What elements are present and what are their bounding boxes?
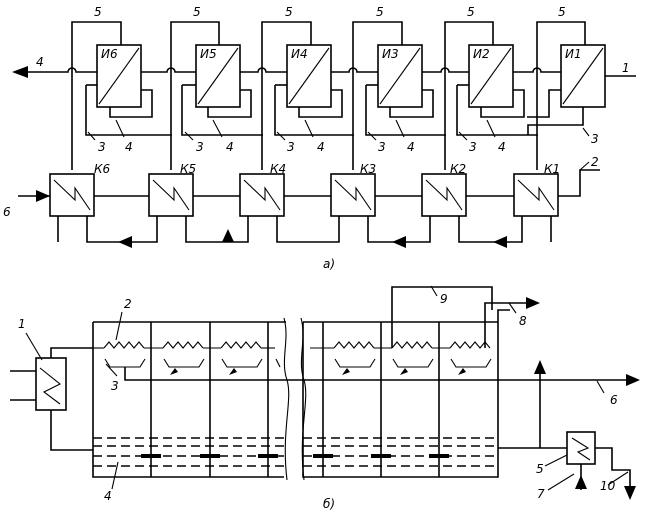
evaporator-label: И5 xyxy=(200,47,217,61)
callout-4-outlet: 4 xyxy=(36,55,44,69)
callout-1-inlet: 1 xyxy=(622,61,630,75)
evaporator-i3: И3 xyxy=(377,44,423,108)
callout-5: 5 xyxy=(558,5,566,19)
evaporator-i4: И4 xyxy=(286,44,332,108)
callout-5: 5 xyxy=(376,5,384,19)
callout-3: 3 xyxy=(196,140,204,154)
callout-3: 3 xyxy=(378,140,386,154)
brine-levels xyxy=(93,437,498,467)
callout-6-inlet: 6 xyxy=(3,205,11,219)
condenser-label: К2 xyxy=(450,162,466,176)
callout-4: 4 xyxy=(498,140,506,154)
evaporator-i5: И5 xyxy=(195,44,241,108)
condenser-label: К6 xyxy=(94,162,111,176)
callout-10: 10 xyxy=(600,479,616,493)
callout-3: 3 xyxy=(469,140,477,154)
callout-8: 8 xyxy=(519,314,527,328)
callout-2: 2 xyxy=(124,297,132,311)
callout-6: 6 xyxy=(610,393,618,407)
callout-4: 4 xyxy=(226,140,234,154)
interstage-lines xyxy=(85,84,584,136)
callout-4: 4 xyxy=(317,140,325,154)
part-b-caption: б) xyxy=(323,497,335,511)
callout-5: 5 xyxy=(467,5,475,19)
condenser-label: К5 xyxy=(180,162,196,176)
part-a-callouts: 4 1 5 5 5 5 5 5 3 4 3 4 3 4 3 4 3 xyxy=(36,5,630,171)
condenser-lines xyxy=(18,169,600,248)
condenser-k3: К3 xyxy=(330,162,376,217)
collection-trays xyxy=(104,358,640,386)
callout-3: 3 xyxy=(287,140,295,154)
callout-3: 3 xyxy=(98,140,106,154)
evaporator-label: И1 xyxy=(565,47,582,61)
callout-3: 3 xyxy=(591,132,599,146)
evaporator-label: И3 xyxy=(382,47,399,61)
callout-4: 4 xyxy=(125,140,133,154)
top-vapor-loops xyxy=(71,21,586,170)
callout-5: 5 xyxy=(193,5,201,19)
condenser-label: К1 xyxy=(544,162,560,176)
heating-coils xyxy=(93,341,491,349)
callout-4: 4 xyxy=(407,140,415,154)
part-b-diagram: 1 2 3 4 5 6 7 8 9 10 б) xyxy=(10,285,640,511)
evaporator-label: И6 xyxy=(101,47,118,61)
condenser-label: К4 xyxy=(270,162,286,176)
outlet-4-line xyxy=(12,66,636,78)
right-condenser xyxy=(498,360,636,500)
part-a-diagram: И6 И5 И4 И3 И2 И1 xyxy=(3,5,636,271)
callout-5: 5 xyxy=(94,5,102,19)
callout-1: 1 xyxy=(18,317,26,331)
callout-2: 2 xyxy=(591,155,599,169)
stage-partitions xyxy=(150,322,440,477)
part-a-caption: а) xyxy=(323,257,335,271)
condenser-label: К3 xyxy=(360,162,376,176)
evaporator-i1: И1 xyxy=(560,44,606,108)
callout-3: 3 xyxy=(111,379,119,393)
callout-4: 4 xyxy=(104,489,112,503)
condenser-k4: К4 xyxy=(239,162,286,217)
condenser-k6: К6 xyxy=(49,162,111,217)
top-loops xyxy=(391,286,540,348)
callout-5: 5 xyxy=(536,462,544,476)
condenser-k5: К5 xyxy=(148,162,196,217)
evaporator-i2: И2 xyxy=(468,44,514,108)
evaporator-label: И2 xyxy=(473,47,490,61)
evaporator-label: И4 xyxy=(291,47,308,61)
condenser-k2: К2 xyxy=(421,162,467,217)
part-b-callouts: 1 2 3 4 5 6 7 8 9 10 xyxy=(18,285,629,503)
condenser-k1: К1 xyxy=(513,162,560,217)
heater xyxy=(10,347,93,451)
callout-7: 7 xyxy=(537,487,545,501)
callout-9: 9 xyxy=(440,292,448,306)
callout-5: 5 xyxy=(285,5,293,19)
evaporator-i6: И6 xyxy=(96,44,142,108)
